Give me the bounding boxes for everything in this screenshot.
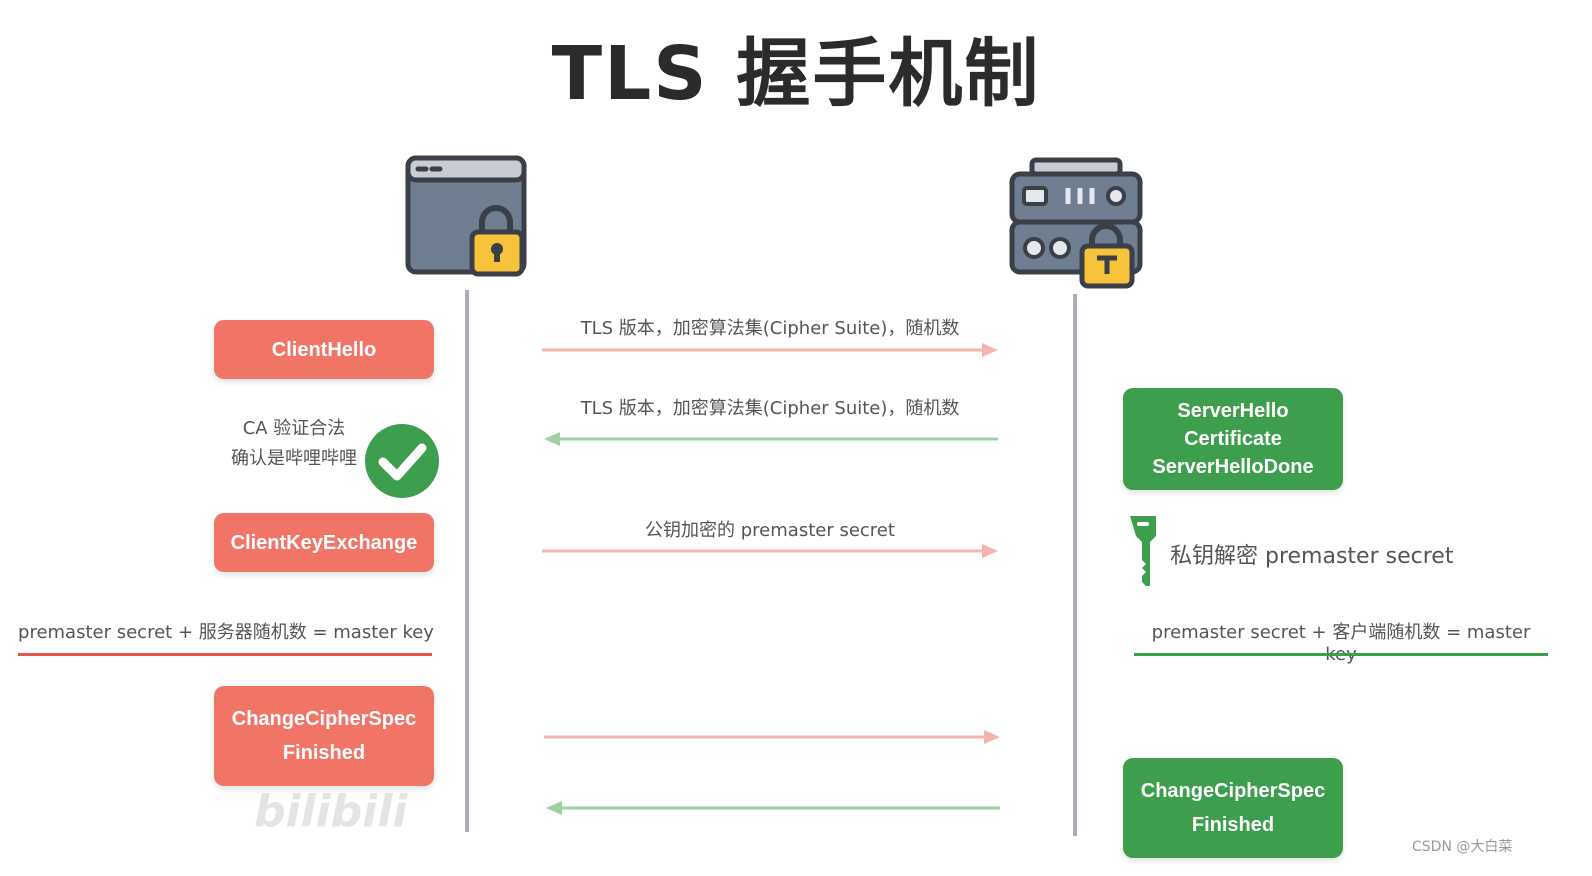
client-key-exchange-box: ClientKeyExchange (214, 513, 434, 572)
ca-verify-note: CA 验证合法 确认是哔哩哔哩 (224, 414, 364, 474)
browser-lock-icon (405, 155, 527, 277)
msg-premaster-label: 公钥加密的 premaster secret (645, 520, 895, 541)
csdn-watermark: CSDN @大白菜 (1412, 839, 1513, 855)
client-formula-underline (18, 653, 432, 656)
server-formula-underline (1134, 653, 1548, 656)
arrow-client-to-server-3 (544, 730, 1000, 744)
arrow-server-to-client-2 (546, 801, 1000, 815)
client-hello-label: ClientHello (271, 338, 377, 361)
server-change-cipher-label: ChangeCipherSpec (1140, 780, 1326, 802)
server-hello-box: ServerHello Certificate ServerHelloDone (1123, 388, 1343, 490)
server-master-key-formula: premaster secret + 客户端随机数 = master key (1151, 622, 1531, 665)
client-lifeline (465, 290, 469, 832)
arrow-server-to-client-1 (544, 432, 998, 446)
client-change-cipher-label: ChangeCipherSpec (231, 708, 417, 730)
msg-client-hello-label: TLS 版本，加密算法集(Cipher Suite)，随机数 (580, 318, 960, 339)
server-decrypt-note: 私钥解密 premaster secret (1170, 544, 1454, 569)
server-finished-label: Finished (1191, 814, 1275, 836)
server-hello-label: ServerHello (1177, 400, 1289, 422)
client-master-key-formula: premaster secret + 服务器随机数 = master key (18, 622, 434, 643)
server-change-cipher-box: ChangeCipherSpec Finished (1123, 758, 1343, 858)
client-finished-label: Finished (282, 742, 366, 764)
client-key-exchange-label: ClientKeyExchange (230, 531, 418, 554)
ca-note-line2: 确认是哔哩哔哩 (231, 448, 357, 469)
server-lifeline (1073, 294, 1077, 836)
server-lock-icon (1009, 157, 1143, 289)
page-title: TLS 握手机制 (551, 31, 1041, 117)
msg-server-hello-label: TLS 版本，加密算法集(Cipher Suite)，随机数 (580, 398, 960, 419)
certificate-label: Certificate (1184, 428, 1282, 450)
client-hello-box: ClientHello (214, 320, 434, 379)
ca-note-line1: CA 验证合法 (242, 418, 346, 439)
bilibili-watermark: bilibili (254, 786, 408, 837)
arrow-client-to-server-1 (542, 343, 998, 357)
arrow-client-to-server-2 (542, 544, 998, 558)
server-hello-done-label: ServerHelloDone (1152, 456, 1314, 478)
key-icon (1130, 516, 1156, 586)
client-change-cipher-box: ChangeCipherSpec Finished (214, 686, 434, 786)
checkmark-icon (365, 424, 439, 498)
